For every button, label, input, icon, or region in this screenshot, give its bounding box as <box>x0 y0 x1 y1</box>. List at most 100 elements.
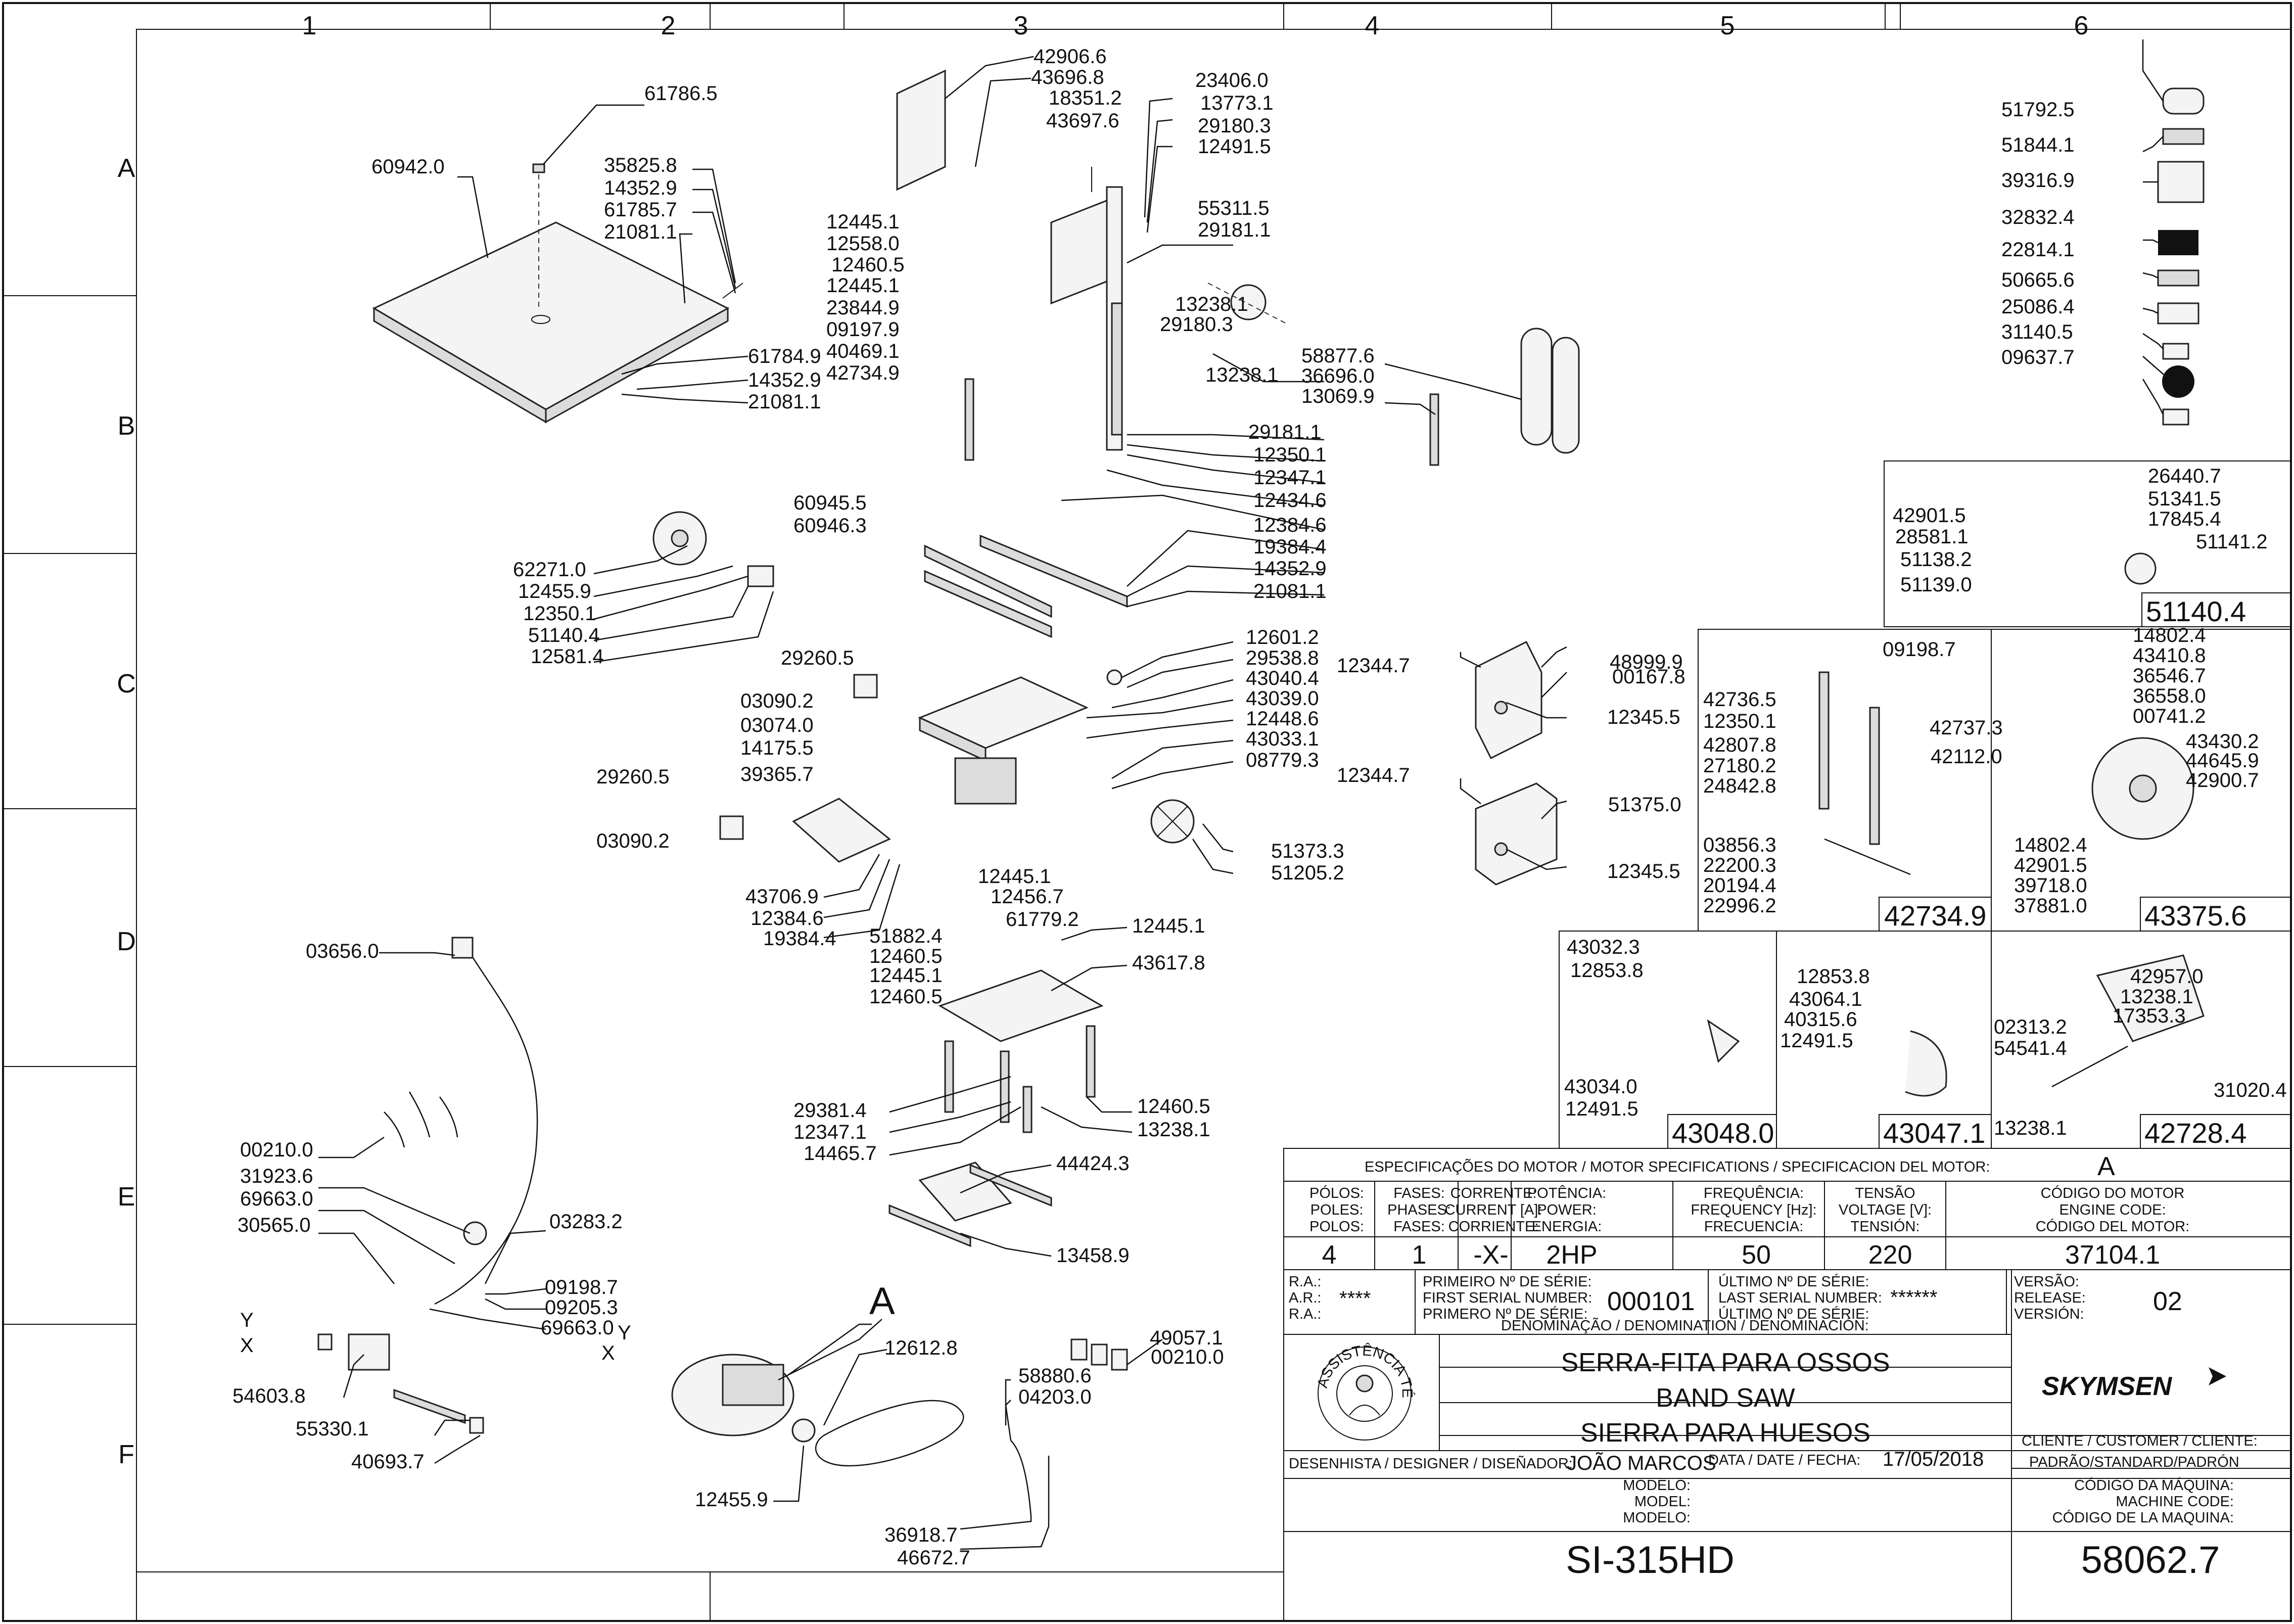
callout-46672-7: 46672.7 <box>897 1547 970 1569</box>
callout-12445-1: 12445.1 <box>978 865 1051 888</box>
callout-12456-7: 12456.7 <box>991 886 1064 908</box>
callout-22996-2: 22996.2 <box>1703 895 1776 917</box>
callout-00210-0: 00210.0 <box>240 1139 313 1161</box>
motor-spec-header-value: A <box>2097 1152 2115 1181</box>
callout-12455-9: 12455.9 <box>695 1489 768 1511</box>
denomination-label: DENOMINAÇÃO / DENOMINATION / DENOMINACIÓ… <box>1501 1317 1869 1334</box>
callout-03856-3: 03856.3 <box>1703 834 1776 856</box>
grid-row-d: D <box>117 927 136 956</box>
spec-voltage-label-3: TENSIÓN: <box>1851 1218 1920 1235</box>
spec-engine-code-label-1: CÓDIGO DO MOTOR <box>2041 1185 2185 1201</box>
callout-31020-4: 31020.4 <box>2214 1079 2287 1101</box>
spec-frequency-label-2: FREQUENCY [Hz]: <box>1691 1202 1816 1218</box>
callout-09198-7: 09198.7 <box>1883 638 1956 661</box>
grid-col-5: 5 <box>1720 11 1735 40</box>
callout-08779-3: 08779.3 <box>1246 749 1319 771</box>
designer-label: DESENHISTA / DESIGNER / DISEÑADOR: <box>1289 1455 1573 1472</box>
callout-12347-1: 12347.1 <box>793 1121 867 1143</box>
callout-51375-0: 51375.0 <box>1608 794 1681 816</box>
name-es: SIERRA PARA HUESOS <box>1580 1418 1870 1448</box>
spec-engine-code-value: 37104.1 <box>2065 1240 2160 1270</box>
first-serial-label-2: FIRST SERIAL NUMBER: <box>1423 1290 1592 1306</box>
callout-43697-6: 43697.6 <box>1046 110 1119 132</box>
callout-12491-5: 12491.5 <box>1565 1098 1638 1120</box>
spec-power-label-3: ENERGIA: <box>1532 1219 1602 1235</box>
spec-power-value: 2HP <box>1546 1240 1597 1270</box>
callout-48999-9: 48999.9 <box>1610 651 1683 673</box>
ra-label-2: A.R.: <box>1289 1290 1321 1306</box>
callout-25086-4: 25086.4 <box>2001 296 2075 318</box>
grid-col-2: 2 <box>661 11 676 40</box>
version-label-2: RELEASE: <box>2014 1290 2086 1306</box>
callout-43039-0: 43039.0 <box>1246 687 1319 710</box>
callout-03090-2: 03090.2 <box>596 830 670 852</box>
callout-43696-8: 43696.8 <box>1031 66 1104 88</box>
version-label-1: VERSÃO: <box>2014 1273 2079 1290</box>
spec-voltage-label-2: VOLTAGE [V]: <box>1839 1202 1932 1218</box>
callout-04203-0: 04203.0 <box>1018 1386 1092 1408</box>
callout-23406-0: 23406.0 <box>1195 69 1269 91</box>
callout-13238-1: 13238.1 <box>1175 293 1248 315</box>
spec-frequency-label-3: FRECUENCIA: <box>1704 1219 1804 1235</box>
callout-03656-0: 03656.0 <box>306 940 379 962</box>
callout-31923-6: 31923.6 <box>240 1165 313 1187</box>
callout-43032-3: 43032.3 <box>1567 936 1640 958</box>
callout-61784-9: 61784.9 <box>748 345 821 367</box>
assembly-tag-43047-1: 43047.1 <box>1883 1117 1985 1149</box>
callout-12434-6: 12434.6 <box>1253 489 1327 512</box>
callout-51882-4: 51882.4 <box>869 925 943 947</box>
callout-09205-3: 09205.3 <box>545 1296 618 1319</box>
callout-43033-1: 43033.1 <box>1246 728 1319 750</box>
callout-30565-0: 30565.0 <box>238 1214 311 1236</box>
callout-12460-5: 12460.5 <box>869 986 943 1008</box>
callout-20194-4: 20194.4 <box>1703 874 1776 897</box>
callout-14352-9: 14352.9 <box>604 177 677 199</box>
callout-43034-0: 43034.0 <box>1564 1076 1637 1098</box>
callout-12460-5: 12460.5 <box>831 254 905 276</box>
callout-12445-1: 12445.1 <box>869 964 943 987</box>
callout-43706-9: 43706.9 <box>745 886 819 908</box>
spec-frequency-value: 50 <box>1742 1240 1771 1270</box>
name-en: BAND SAW <box>1656 1383 1795 1413</box>
spec-poles-label-1: PÓLOS: <box>1309 1185 1364 1201</box>
callout-43064-1: 43064.1 <box>1789 988 1862 1010</box>
callout-29381-4: 29381.4 <box>793 1099 867 1122</box>
callout-29181-1: 29181.1 <box>1248 421 1322 443</box>
callout-36696-0: 36696.0 <box>1301 365 1375 387</box>
callout-51140-4: 51140.4 <box>528 624 600 646</box>
designer-value: JOÃO MARCOS <box>1567 1452 1716 1474</box>
spec-poles-label-3: POLOS: <box>1309 1219 1364 1235</box>
machine-code-label-1: CÓDIGO DA MÁQUINA: <box>2074 1477 2234 1494</box>
callout-13238-1: 13238.1 <box>1137 1119 1210 1141</box>
callout-60945-5: 60945.5 <box>793 492 867 514</box>
spec-current-label-2: CURRENT [A]: <box>1445 1202 1542 1218</box>
callout-29538-8: 29538.8 <box>1246 647 1319 669</box>
spec-voltage-value: 220 <box>1868 1240 1912 1270</box>
callout-51844-1: 51844.1 <box>2001 134 2075 156</box>
grid-row-c: C <box>117 669 136 699</box>
brand-logo-text: SKYMSEN <box>2042 1372 2173 1401</box>
callout-55330-1: 55330.1 <box>296 1418 369 1440</box>
wire-mark-x-left: X <box>240 1334 254 1357</box>
grid-col-3: 3 <box>1014 11 1028 40</box>
callout-43430-2: 43430.2 <box>2186 730 2259 753</box>
grid-col-1: 1 <box>302 11 317 40</box>
callout-51792-5: 51792.5 <box>2001 99 2075 121</box>
grid-row-a: A <box>118 154 135 183</box>
callout-39718-0: 39718.0 <box>2014 874 2087 897</box>
callout-12345-5: 12345.5 <box>1607 706 1680 728</box>
callout-22814-1: 22814.1 <box>2001 239 2075 261</box>
first-serial-label-3: PRIMERO Nº DE SÉRIE: <box>1423 1306 1587 1322</box>
callout-43410-8: 43410.8 <box>2133 644 2206 667</box>
date-label: DATA / DATE / FECHA: <box>1708 1452 1860 1468</box>
callout-36558-0: 36558.0 <box>2133 685 2206 707</box>
spec-phases-label-2: PHASES: <box>1387 1202 1451 1218</box>
callout-14802-4: 14802.4 <box>2133 624 2206 646</box>
version-value: 02 <box>2153 1287 2182 1316</box>
callout-29260-5: 29260.5 <box>781 647 854 669</box>
callout-40315-6: 40315.6 <box>1784 1008 1857 1031</box>
callout-12350-1: 12350.1 <box>1703 710 1776 732</box>
callout-42737-3: 42737.3 <box>1930 717 2003 739</box>
ra-label-3: R.A.: <box>1289 1306 1321 1322</box>
